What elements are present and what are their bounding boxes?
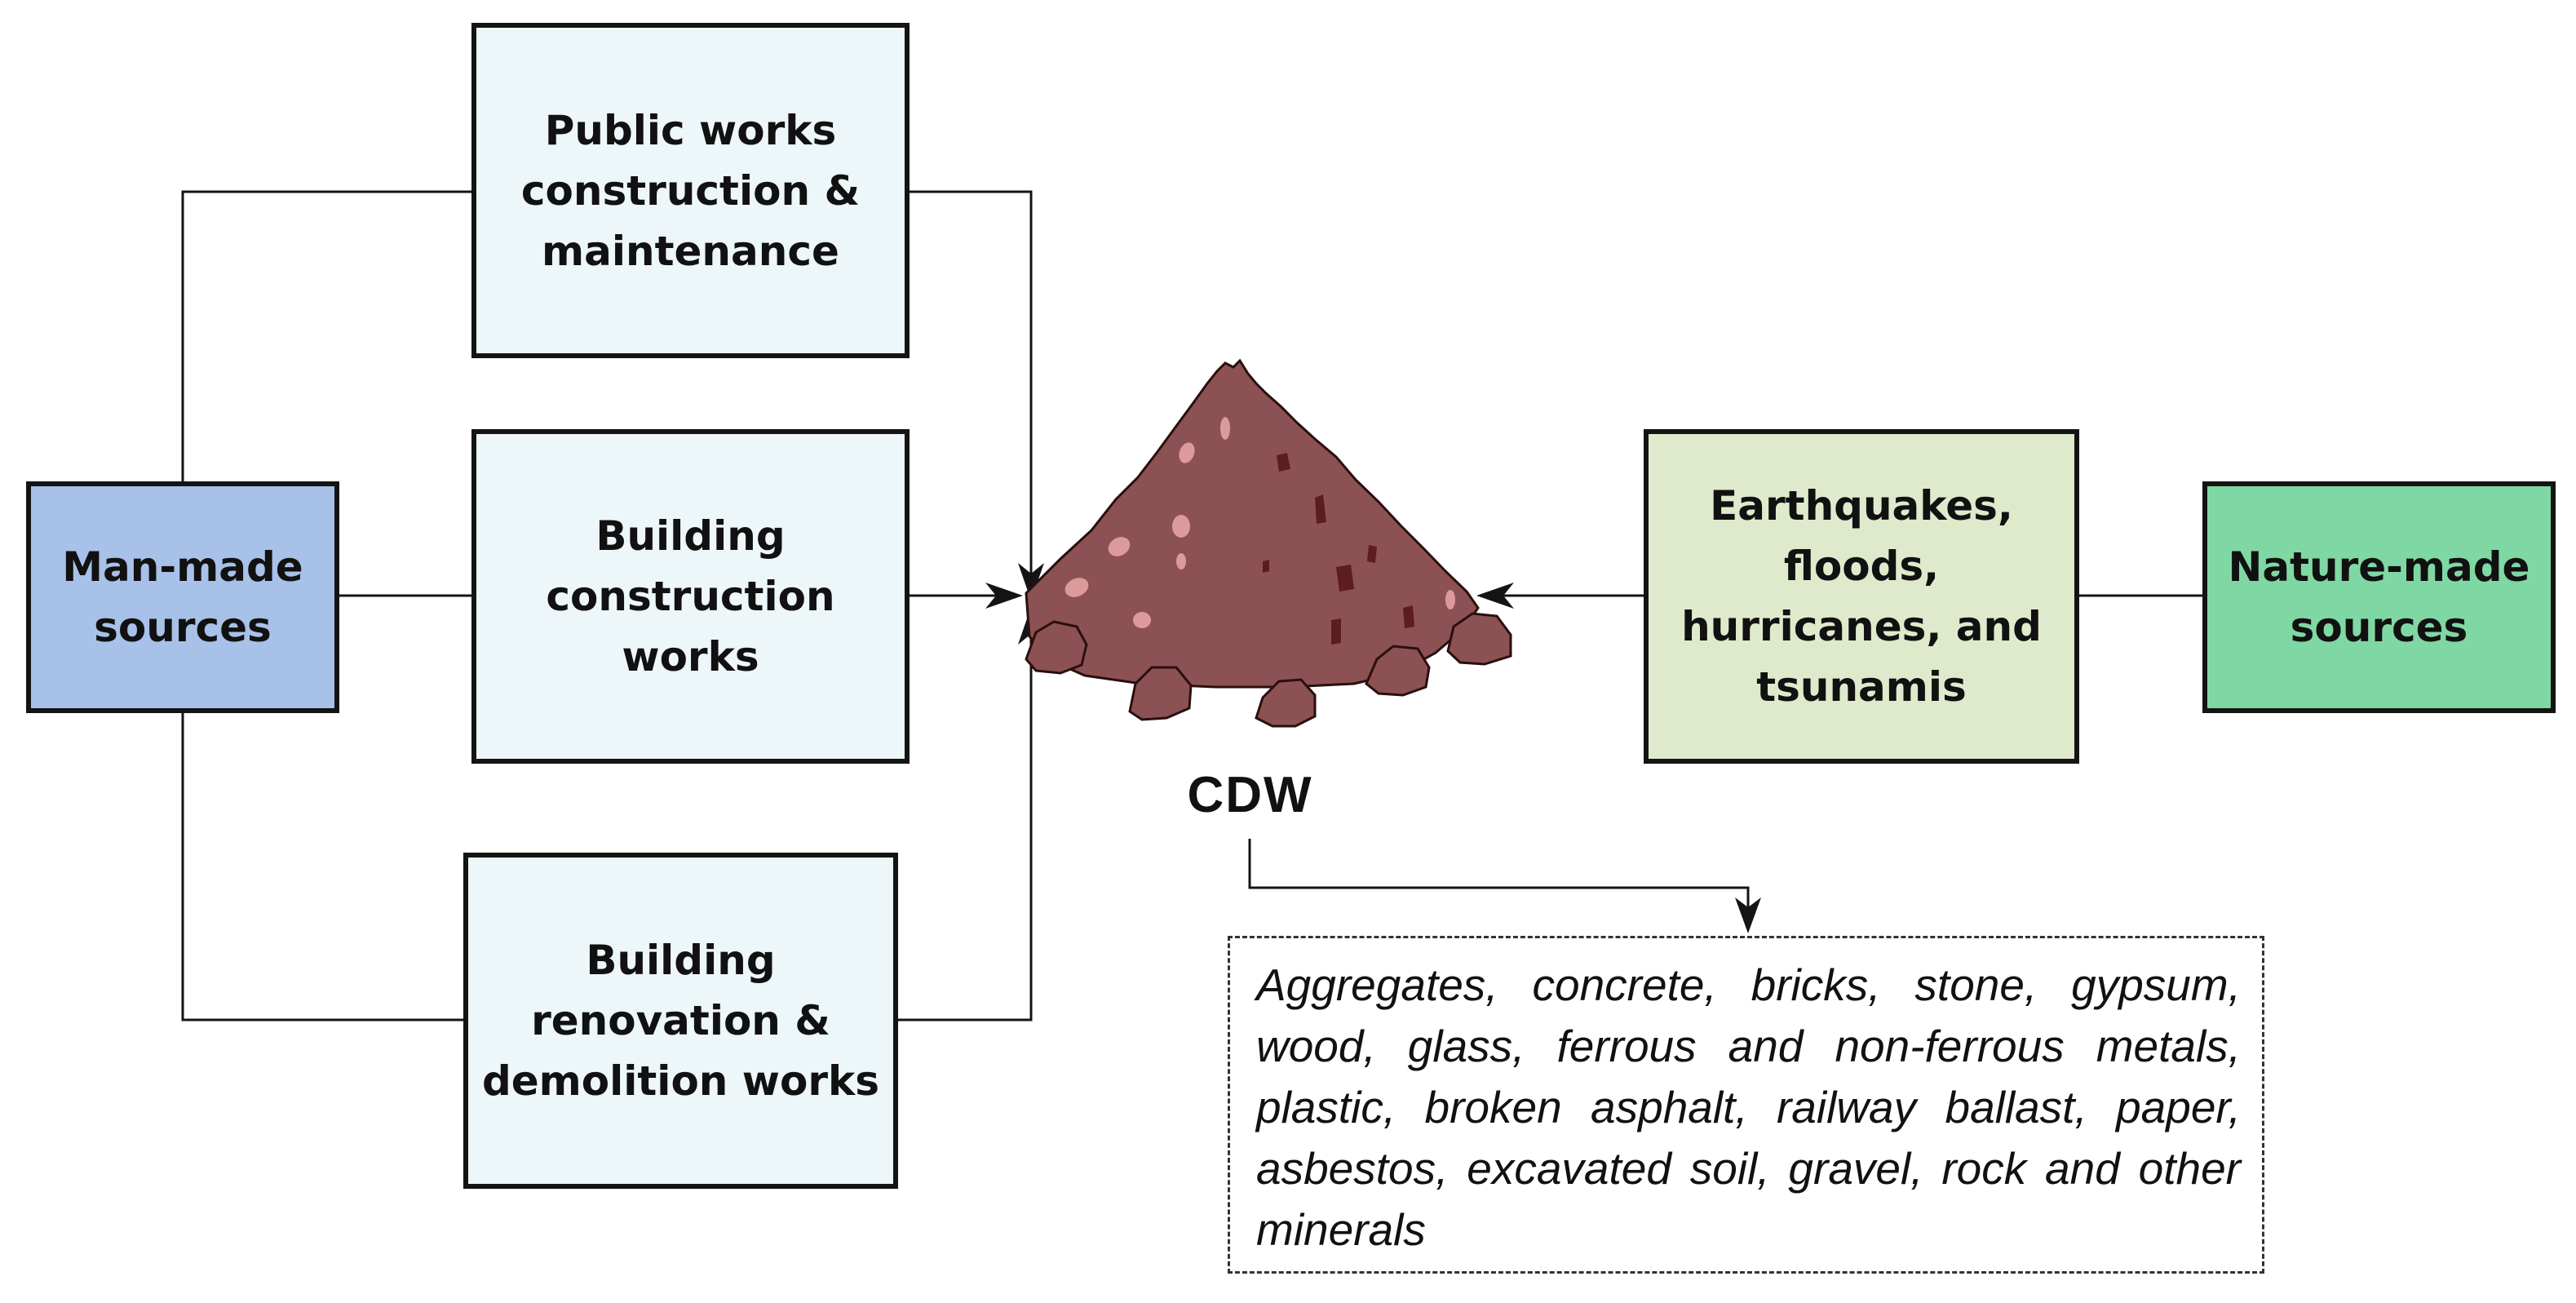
arrowhead-building-construction: [985, 583, 1023, 609]
man-made-sources-box: Man-made sources: [26, 481, 339, 713]
debris-pile-icon: [1025, 358, 1512, 728]
building-renovation-box: Building renovation & demolition works: [463, 853, 898, 1189]
arrow-renovation-to-cdw: [898, 620, 1033, 1022]
arrowhead-natural-events: [1476, 583, 1514, 609]
public-works-box: Public works construction & maintenance: [471, 23, 910, 358]
natural-events-box: Earthquakes, floods, hurricanes, and tsu…: [1644, 429, 2079, 764]
nature-made-sources-box: Nature-made sources: [2202, 481, 2556, 713]
materials-box: Aggregates, concrete, bricks, stone, gyp…: [1228, 936, 2264, 1274]
connector-man-made-to-renovation: [181, 713, 463, 1022]
arrow-cdw-to-materials: [1248, 839, 1750, 912]
natural-events-label: Earthquakes, floods, hurricanes, and tsu…: [1681, 482, 2042, 711]
materials-text: Aggregates, concrete, bricks, stone, gyp…: [1256, 960, 2241, 1255]
arrow-public-works-to-cdw: [910, 190, 1033, 586]
man-made-sources-label: Man-made sources: [62, 543, 303, 651]
building-construction-label: Building construction works: [546, 512, 835, 680]
cdw-label: CDW: [1187, 767, 1313, 823]
building-renovation-label: Building renovation & demolition works: [481, 937, 880, 1105]
arrowhead-public-works: [1018, 563, 1044, 601]
arrowhead-materials: [1735, 897, 1761, 933]
connector-man-made-to-public-works: [181, 190, 471, 481]
nature-made-sources-label: Nature-made sources: [2228, 543, 2530, 651]
building-construction-box: Building construction works: [471, 429, 910, 764]
public-works-label: Public works construction & maintenance: [520, 106, 861, 275]
